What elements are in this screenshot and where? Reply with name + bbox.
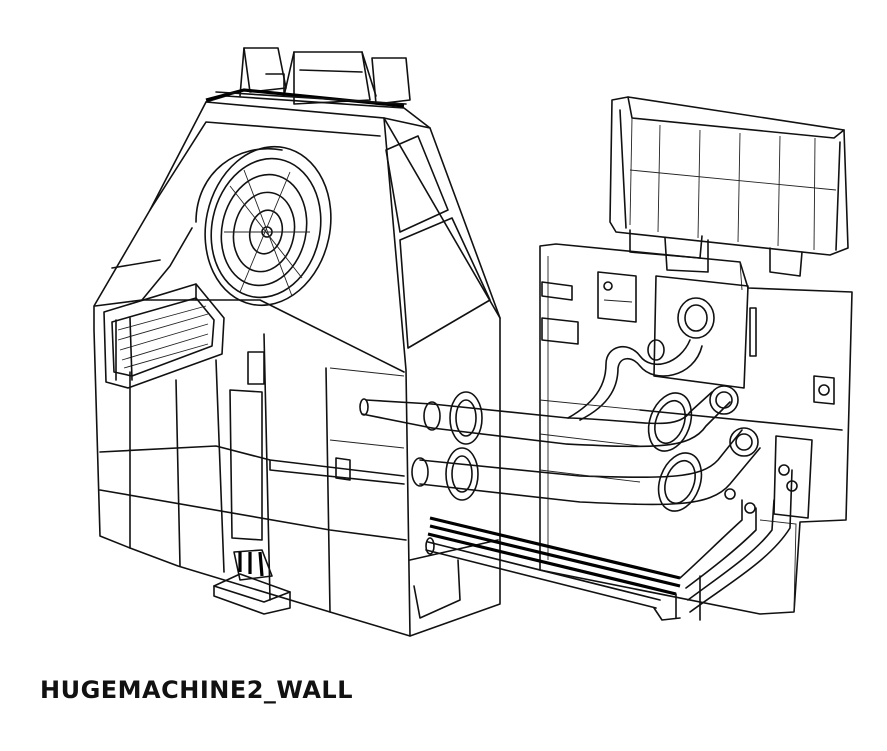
main-housing: [93, 95, 501, 637]
front-foot-pedal: [213, 549, 291, 615]
pipe-assembly: [359, 297, 761, 512]
circular-fan: [195, 145, 332, 307]
caption-title: HUGEMACHINE2_WALL: [40, 676, 353, 704]
top-vents: [205, 47, 411, 108]
cable-bundle: [425, 464, 798, 621]
side-panel-grille: [103, 283, 225, 389]
wall-plate: [539, 243, 853, 615]
top-right-box: [609, 96, 849, 277]
